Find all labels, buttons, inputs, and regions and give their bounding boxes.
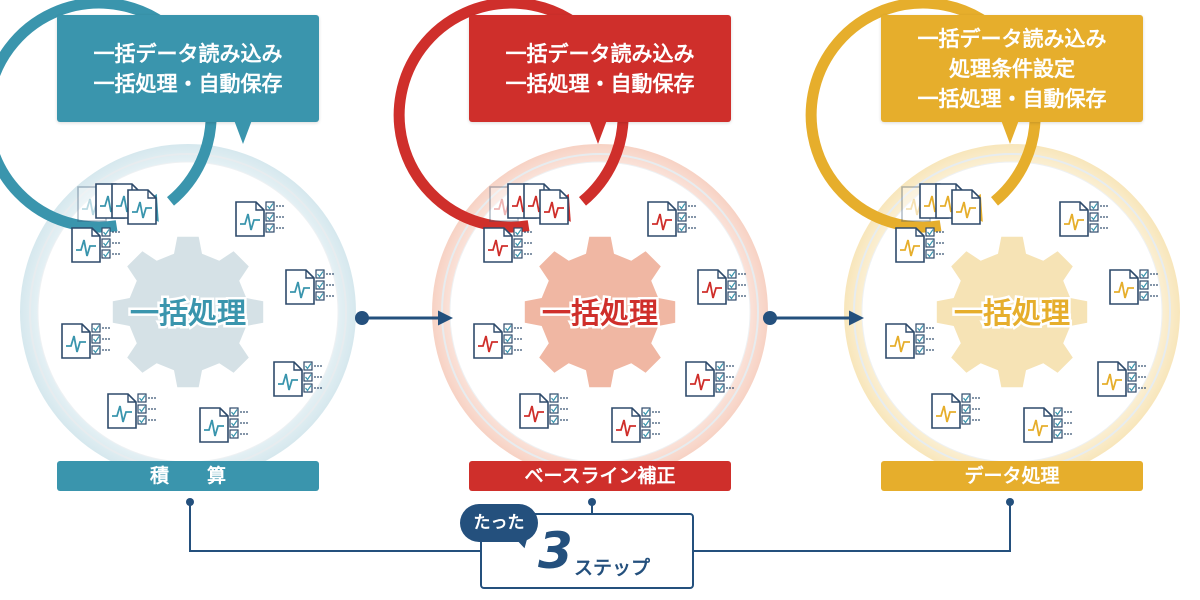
step-label-baseline: ベースライン補正	[469, 461, 731, 491]
document-icon	[1023, 407, 1053, 443]
document-icon	[473, 323, 503, 359]
checklist-icon	[303, 361, 322, 393]
callout-line: 一括データ読み込み	[505, 41, 695, 66]
document-icon	[685, 361, 715, 397]
gear-icon	[524, 236, 676, 388]
checklist-icon	[91, 323, 110, 355]
checklist-icon	[727, 269, 746, 301]
panel-data-processing: 一括処理	[805, 0, 1180, 480]
document-icon	[285, 269, 315, 305]
checklist-icon	[1053, 407, 1072, 439]
document-icon	[1097, 361, 1127, 397]
document-icon	[647, 201, 677, 237]
checklist-icon	[677, 201, 696, 233]
checklist-icon	[315, 269, 334, 301]
callout-line: 一括処理・自動保存	[93, 71, 283, 96]
steps-word: ステップ	[574, 557, 651, 579]
gear-label: 一括処理	[954, 296, 1070, 330]
document-icon	[127, 189, 157, 225]
callout-line: 一括処理・自動保存	[505, 71, 695, 96]
document-icon	[107, 393, 137, 429]
document-icon	[1059, 201, 1089, 237]
document-icon	[611, 407, 641, 443]
checklist-icon	[961, 393, 980, 425]
document-icon	[71, 227, 101, 263]
callout-data-processing: 一括データ読み込み 処理条件設定 一括処理・自動保存	[881, 15, 1143, 144]
document-icon	[895, 227, 925, 263]
checklist-icon	[715, 361, 734, 393]
checklist-icon	[101, 227, 120, 259]
document-icon	[885, 323, 915, 359]
steps-number: 3	[538, 522, 573, 580]
gear-icon	[112, 236, 264, 388]
connector-line	[189, 502, 480, 552]
connector-line	[694, 502, 1011, 552]
checklist-icon	[915, 323, 934, 355]
gear-label: 一括処理	[130, 296, 246, 330]
flow-dot	[355, 311, 369, 325]
callout-line: 一括処理・自動保存	[917, 86, 1107, 111]
checklist-icon	[1139, 269, 1158, 301]
document-icon	[61, 323, 91, 359]
step-label-integration: 積 算	[57, 461, 319, 491]
callout-integration: 一括データ読み込み 一括処理・自動保存	[57, 15, 319, 144]
checklist-icon	[503, 323, 522, 355]
callout-line: 処理条件設定	[949, 56, 1075, 81]
document-icon	[199, 407, 229, 443]
callout-line: 一括データ読み込み	[93, 41, 283, 66]
gear-label: 一括処理	[542, 296, 658, 330]
checklist-icon	[1127, 361, 1146, 393]
checklist-icon	[925, 227, 944, 259]
three-steps-box: 3 ステップ	[480, 513, 694, 589]
panel-integration: 一括処理	[0, 0, 356, 480]
step-label-data-processing: データ処理	[881, 461, 1143, 491]
document-icon	[1109, 269, 1139, 305]
document-icon	[483, 227, 513, 263]
callout-tail	[1001, 120, 1019, 144]
document-icon	[931, 393, 961, 429]
tatta-badge: たった	[460, 504, 538, 542]
gear-icon	[936, 236, 1088, 388]
checklist-icon	[549, 393, 568, 425]
document-icon	[235, 201, 265, 237]
callout-tail	[589, 120, 607, 144]
document-icon	[951, 189, 981, 225]
callout-baseline: 一括データ読み込み 一括処理・自動保存	[469, 15, 731, 144]
checklist-icon	[137, 393, 156, 425]
document-icon	[273, 361, 303, 397]
checklist-icon	[229, 407, 248, 439]
document-icon	[539, 189, 569, 225]
callout-line: 一括データ読み込み	[917, 26, 1107, 51]
checklist-icon	[513, 227, 532, 259]
checklist-icon	[641, 407, 660, 439]
checklist-icon	[265, 201, 284, 233]
document-icon	[519, 393, 549, 429]
callout-tail	[234, 120, 252, 144]
checklist-icon	[1089, 201, 1108, 233]
panel-baseline: 一括処理	[393, 0, 768, 480]
flow-dot	[763, 311, 777, 325]
document-icon	[697, 269, 727, 305]
